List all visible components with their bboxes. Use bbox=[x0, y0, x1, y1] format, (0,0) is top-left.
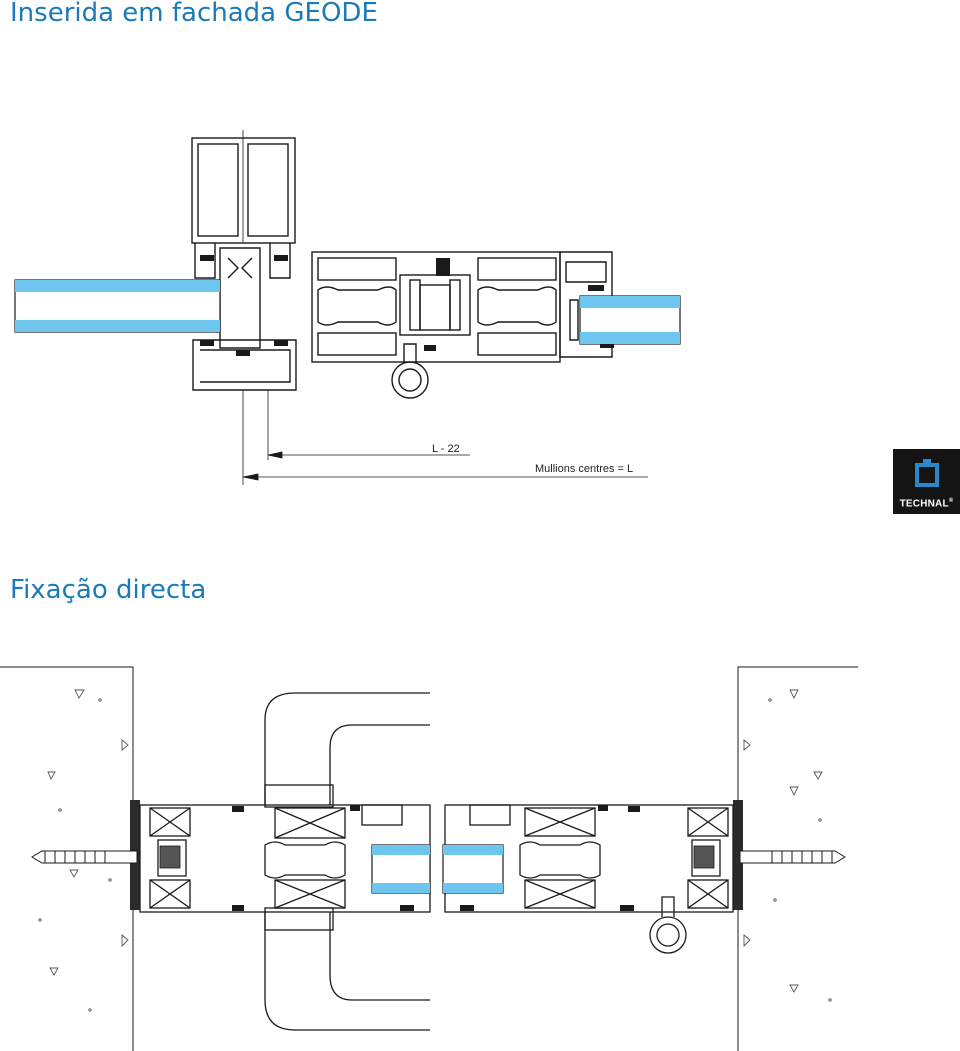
handle-ring bbox=[391, 361, 429, 399]
top-section-title: Inserida em fachada GEODE bbox=[10, 0, 378, 28]
left-handle-outline bbox=[264, 692, 430, 805]
glass-panels-bottom bbox=[371, 844, 504, 894]
dimension-label-centres: Mullions centres = L bbox=[535, 463, 633, 475]
brand-name: TECHNAL® bbox=[899, 497, 954, 509]
mullion-cover bbox=[192, 339, 297, 391]
mullion-profile bbox=[191, 137, 296, 244]
technal-logo: TECHNAL® bbox=[893, 449, 960, 514]
concrete-aggregate bbox=[38, 689, 832, 1012]
right-sealant-joint bbox=[733, 800, 743, 910]
right-concrete-wall bbox=[737, 666, 858, 1051]
meeting-stile bbox=[399, 274, 471, 336]
registered-mark: ® bbox=[948, 497, 954, 504]
right-lock-block bbox=[693, 845, 715, 869]
geode-facade-section-drawing: L - 22 Mullions centres = L bbox=[14, 130, 681, 485]
handle-ring-bottom bbox=[649, 916, 687, 954]
outer-frame-right bbox=[559, 251, 613, 358]
dimension-label-inner: L - 22 bbox=[432, 443, 460, 455]
glass-units bbox=[14, 279, 681, 345]
technal-logo-mark-icon bbox=[915, 459, 939, 487]
bottom-section-title: Fixação directa bbox=[10, 575, 207, 605]
left-lock-block bbox=[159, 845, 181, 869]
left-concrete-wall bbox=[0, 666, 134, 1051]
